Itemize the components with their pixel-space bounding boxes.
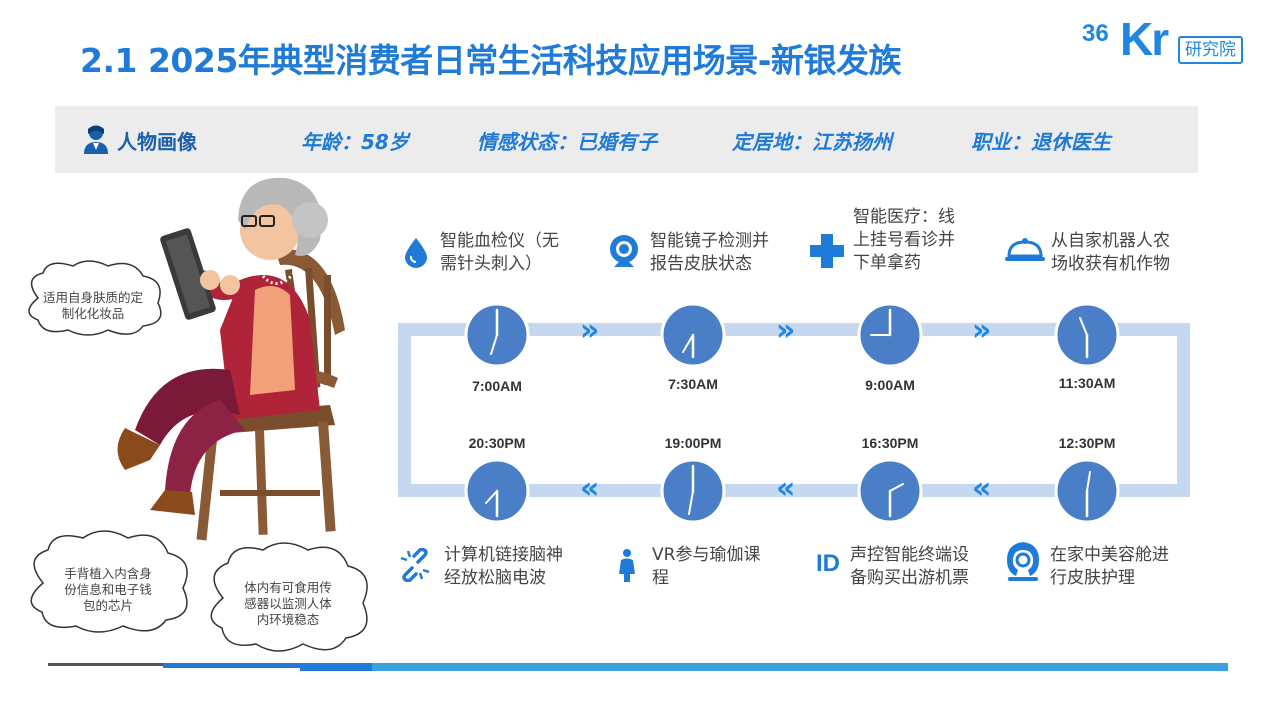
link-icon xyxy=(400,548,430,582)
clock-icon xyxy=(1054,458,1120,524)
activity-vr-yoga: VR参与瑜伽课 程 xyxy=(652,544,760,590)
footer-rule-light-blue xyxy=(372,663,1228,671)
logo-number: 36 xyxy=(1082,20,1109,47)
activity-blood-test: 智能血检仪（无 需针头刺入） xyxy=(440,230,559,276)
activity-line: 程 xyxy=(652,568,669,588)
footer-rule-gray xyxy=(48,663,163,666)
time-label: 7:00AM xyxy=(472,378,522,394)
medical-cross-icon xyxy=(810,234,844,268)
activity-line: 智能血检仪（无 xyxy=(440,231,559,251)
profile-residence: 定居地：江苏扬州 xyxy=(732,130,892,154)
clock-icon xyxy=(660,458,726,524)
thought-bubble-sensor: 体内有可食用传 感器以监测人体 内环境稳态 xyxy=(198,538,378,662)
time-label: 9:00AM xyxy=(865,377,915,393)
profile-header: 人物画像 xyxy=(117,130,197,154)
bubble-sensor-line2: 感器以监测人体 xyxy=(244,596,332,611)
footer-rule-blue xyxy=(163,663,303,668)
profile-bar: 人物画像 年龄：58岁 情感状态：已婚有子 定居地：江苏扬州 职业：退休医生 xyxy=(55,106,1198,173)
clock-icon xyxy=(857,302,923,368)
elderly-woman-illustration xyxy=(117,177,345,541)
webcam-icon xyxy=(610,235,638,267)
id-icon: ID xyxy=(816,550,840,577)
timeline-track xyxy=(398,323,1190,497)
clock-icon xyxy=(660,302,726,368)
thought-bubble-chip: 手背植入内含身 份信息和电子钱 包的芯片 xyxy=(18,528,198,642)
time-label: 19:00PM xyxy=(664,435,722,451)
activity-line: 从自家机器人农 xyxy=(1051,231,1170,251)
clock-icon xyxy=(464,458,530,524)
page-title: 2.1 2025年典型消费者日常生活科技应用场景-新银发族 xyxy=(80,41,902,80)
footer-rule-dark-blue xyxy=(300,663,372,671)
time-label: 20:30PM xyxy=(468,435,526,451)
beauty-pod-icon xyxy=(1007,542,1039,581)
person-icon xyxy=(84,125,108,154)
bubble-cosmetics-line2: 制化化妆品 xyxy=(61,306,125,321)
activity-line: 备购买出游机票 xyxy=(850,568,969,588)
time-label: 12:30PM xyxy=(1058,435,1116,451)
clock-icon xyxy=(464,302,530,368)
chevron-left-icon: « xyxy=(580,471,600,506)
bubble-chip-line3: 包的芯片 xyxy=(82,598,133,613)
activity-smart-medical: 智能医疗：线 上挂号看诊并 下单拿药 xyxy=(853,206,955,275)
profile-emotion: 情感状态：已婚有子 xyxy=(477,130,657,154)
activity-line: 上挂号看诊并 xyxy=(853,230,955,250)
logo-kr: Kr xyxy=(1120,13,1169,65)
bubble-cosmetics-line1: 适用自身肤质的定 xyxy=(42,290,143,305)
food-cloche-icon xyxy=(1005,238,1045,261)
activity-line: 场收获有机作物 xyxy=(1051,254,1170,274)
activity-line: 计算机链接脑神 xyxy=(444,545,563,565)
activity-line: 报告皮肤状态 xyxy=(650,254,752,274)
time-label: 16:30PM xyxy=(861,435,919,451)
logo-box: 研究院 xyxy=(1178,36,1243,64)
activity-line: 声控智能终端设 xyxy=(850,545,969,565)
chevron-left-icon: « xyxy=(972,471,992,506)
clock-icon xyxy=(1054,302,1120,368)
activity-line: 行皮肤护理 xyxy=(1050,568,1135,588)
bubble-sensor-line3: 内环境稳态 xyxy=(256,612,320,627)
chevron-right-icon: » xyxy=(972,313,992,348)
bubble-chip-line1: 手背植入内含身 xyxy=(64,566,152,581)
activity-line: 下单拿药 xyxy=(853,253,921,273)
activity-line: 需针头刺入） xyxy=(440,254,542,274)
clock-icon xyxy=(857,458,923,524)
bubble-sensor-line1: 体内有可食用传 xyxy=(244,580,332,595)
activity-line: VR参与瑜伽课 xyxy=(652,545,761,565)
profile-age: 年龄：58岁 xyxy=(301,130,409,154)
yoga-person-icon xyxy=(619,549,635,582)
activity-line: 在家中美容舱进 xyxy=(1050,545,1169,565)
activity-voice-terminal: 声控智能终端设 备购买出游机票 xyxy=(850,544,969,590)
activity-line: 智能医疗：线 xyxy=(853,207,955,227)
chevron-left-icon: « xyxy=(776,471,796,506)
activity-robot-farm: 从自家机器人农 场收获有机作物 xyxy=(1051,230,1170,276)
activity-line: 经放松脑电波 xyxy=(444,568,546,588)
logo-36kr: 36 Kr 研究院 xyxy=(1082,13,1262,70)
thought-bubble-cosmetics: 适用自身肤质的定 制化化妆品 xyxy=(18,258,168,342)
chevron-right-icon: » xyxy=(580,313,600,348)
time-label: 7:30AM xyxy=(668,376,718,392)
activity-smart-mirror: 智能镜子检测并 报告皮肤状态 xyxy=(650,230,769,276)
activity-beauty-pod: 在家中美容舱进 行皮肤护理 xyxy=(1050,544,1169,590)
activity-brain-link: 计算机链接脑神 经放松脑电波 xyxy=(444,544,563,590)
profile-job: 职业：退休医生 xyxy=(971,130,1111,154)
blood-drop-icon xyxy=(405,238,427,268)
chevron-right-icon: » xyxy=(776,313,796,348)
bubble-chip-line2: 份信息和电子钱 xyxy=(64,582,152,597)
activity-line: 智能镜子检测并 xyxy=(650,231,769,251)
time-label: 11:30AM xyxy=(1058,375,1116,391)
